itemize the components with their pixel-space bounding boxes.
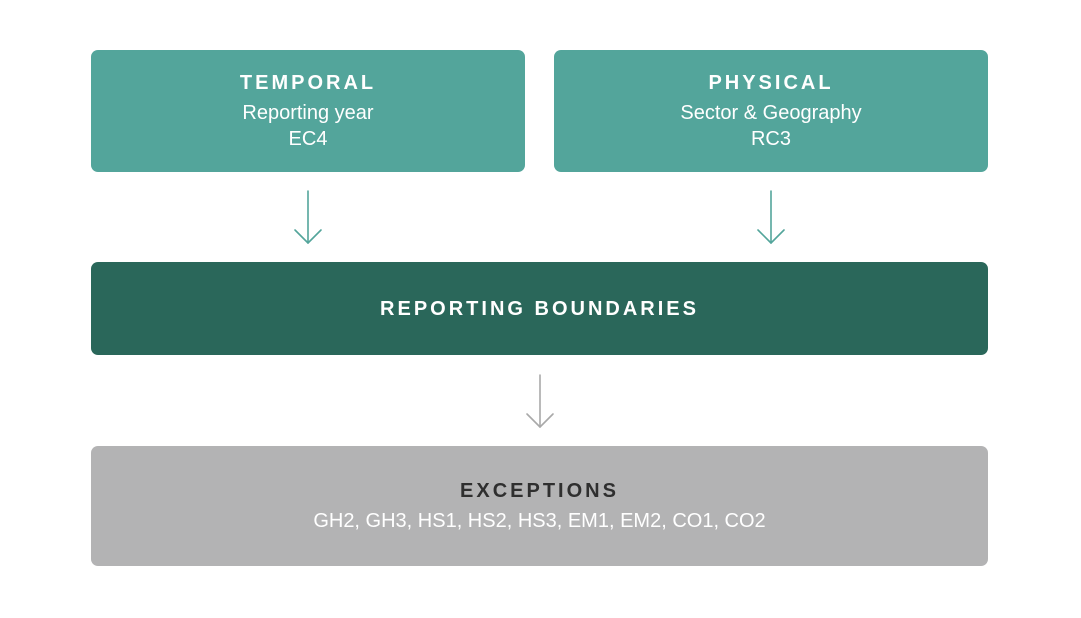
physical-box: PHYSICAL Sector & Geography RC3 bbox=[554, 50, 988, 172]
arrow-down-icon bbox=[526, 374, 554, 428]
reporting-boundaries-title: REPORTING BOUNDARIES bbox=[380, 297, 699, 320]
physical-subtitle: Sector & Geography bbox=[680, 102, 862, 124]
exceptions-box: EXCEPTIONS GH2, GH3, HS1, HS2, HS3, EM1,… bbox=[91, 446, 988, 566]
temporal-code: EC4 bbox=[288, 128, 328, 150]
temporal-subtitle: Reporting year bbox=[242, 102, 374, 124]
reporting-boundaries-box: REPORTING BOUNDARIES bbox=[91, 262, 988, 355]
exceptions-title: EXCEPTIONS bbox=[460, 480, 619, 502]
physical-code: RC3 bbox=[750, 128, 791, 150]
arrow-down-icon bbox=[294, 190, 322, 244]
arrow-down-icon bbox=[757, 190, 785, 244]
exceptions-codes: GH2, GH3, HS1, HS2, HS3, EM1, EM2, CO1, … bbox=[313, 510, 766, 532]
temporal-box: TEMPORAL Reporting year EC4 bbox=[91, 50, 525, 172]
physical-title: PHYSICAL bbox=[708, 72, 834, 94]
temporal-title: TEMPORAL bbox=[239, 72, 377, 94]
